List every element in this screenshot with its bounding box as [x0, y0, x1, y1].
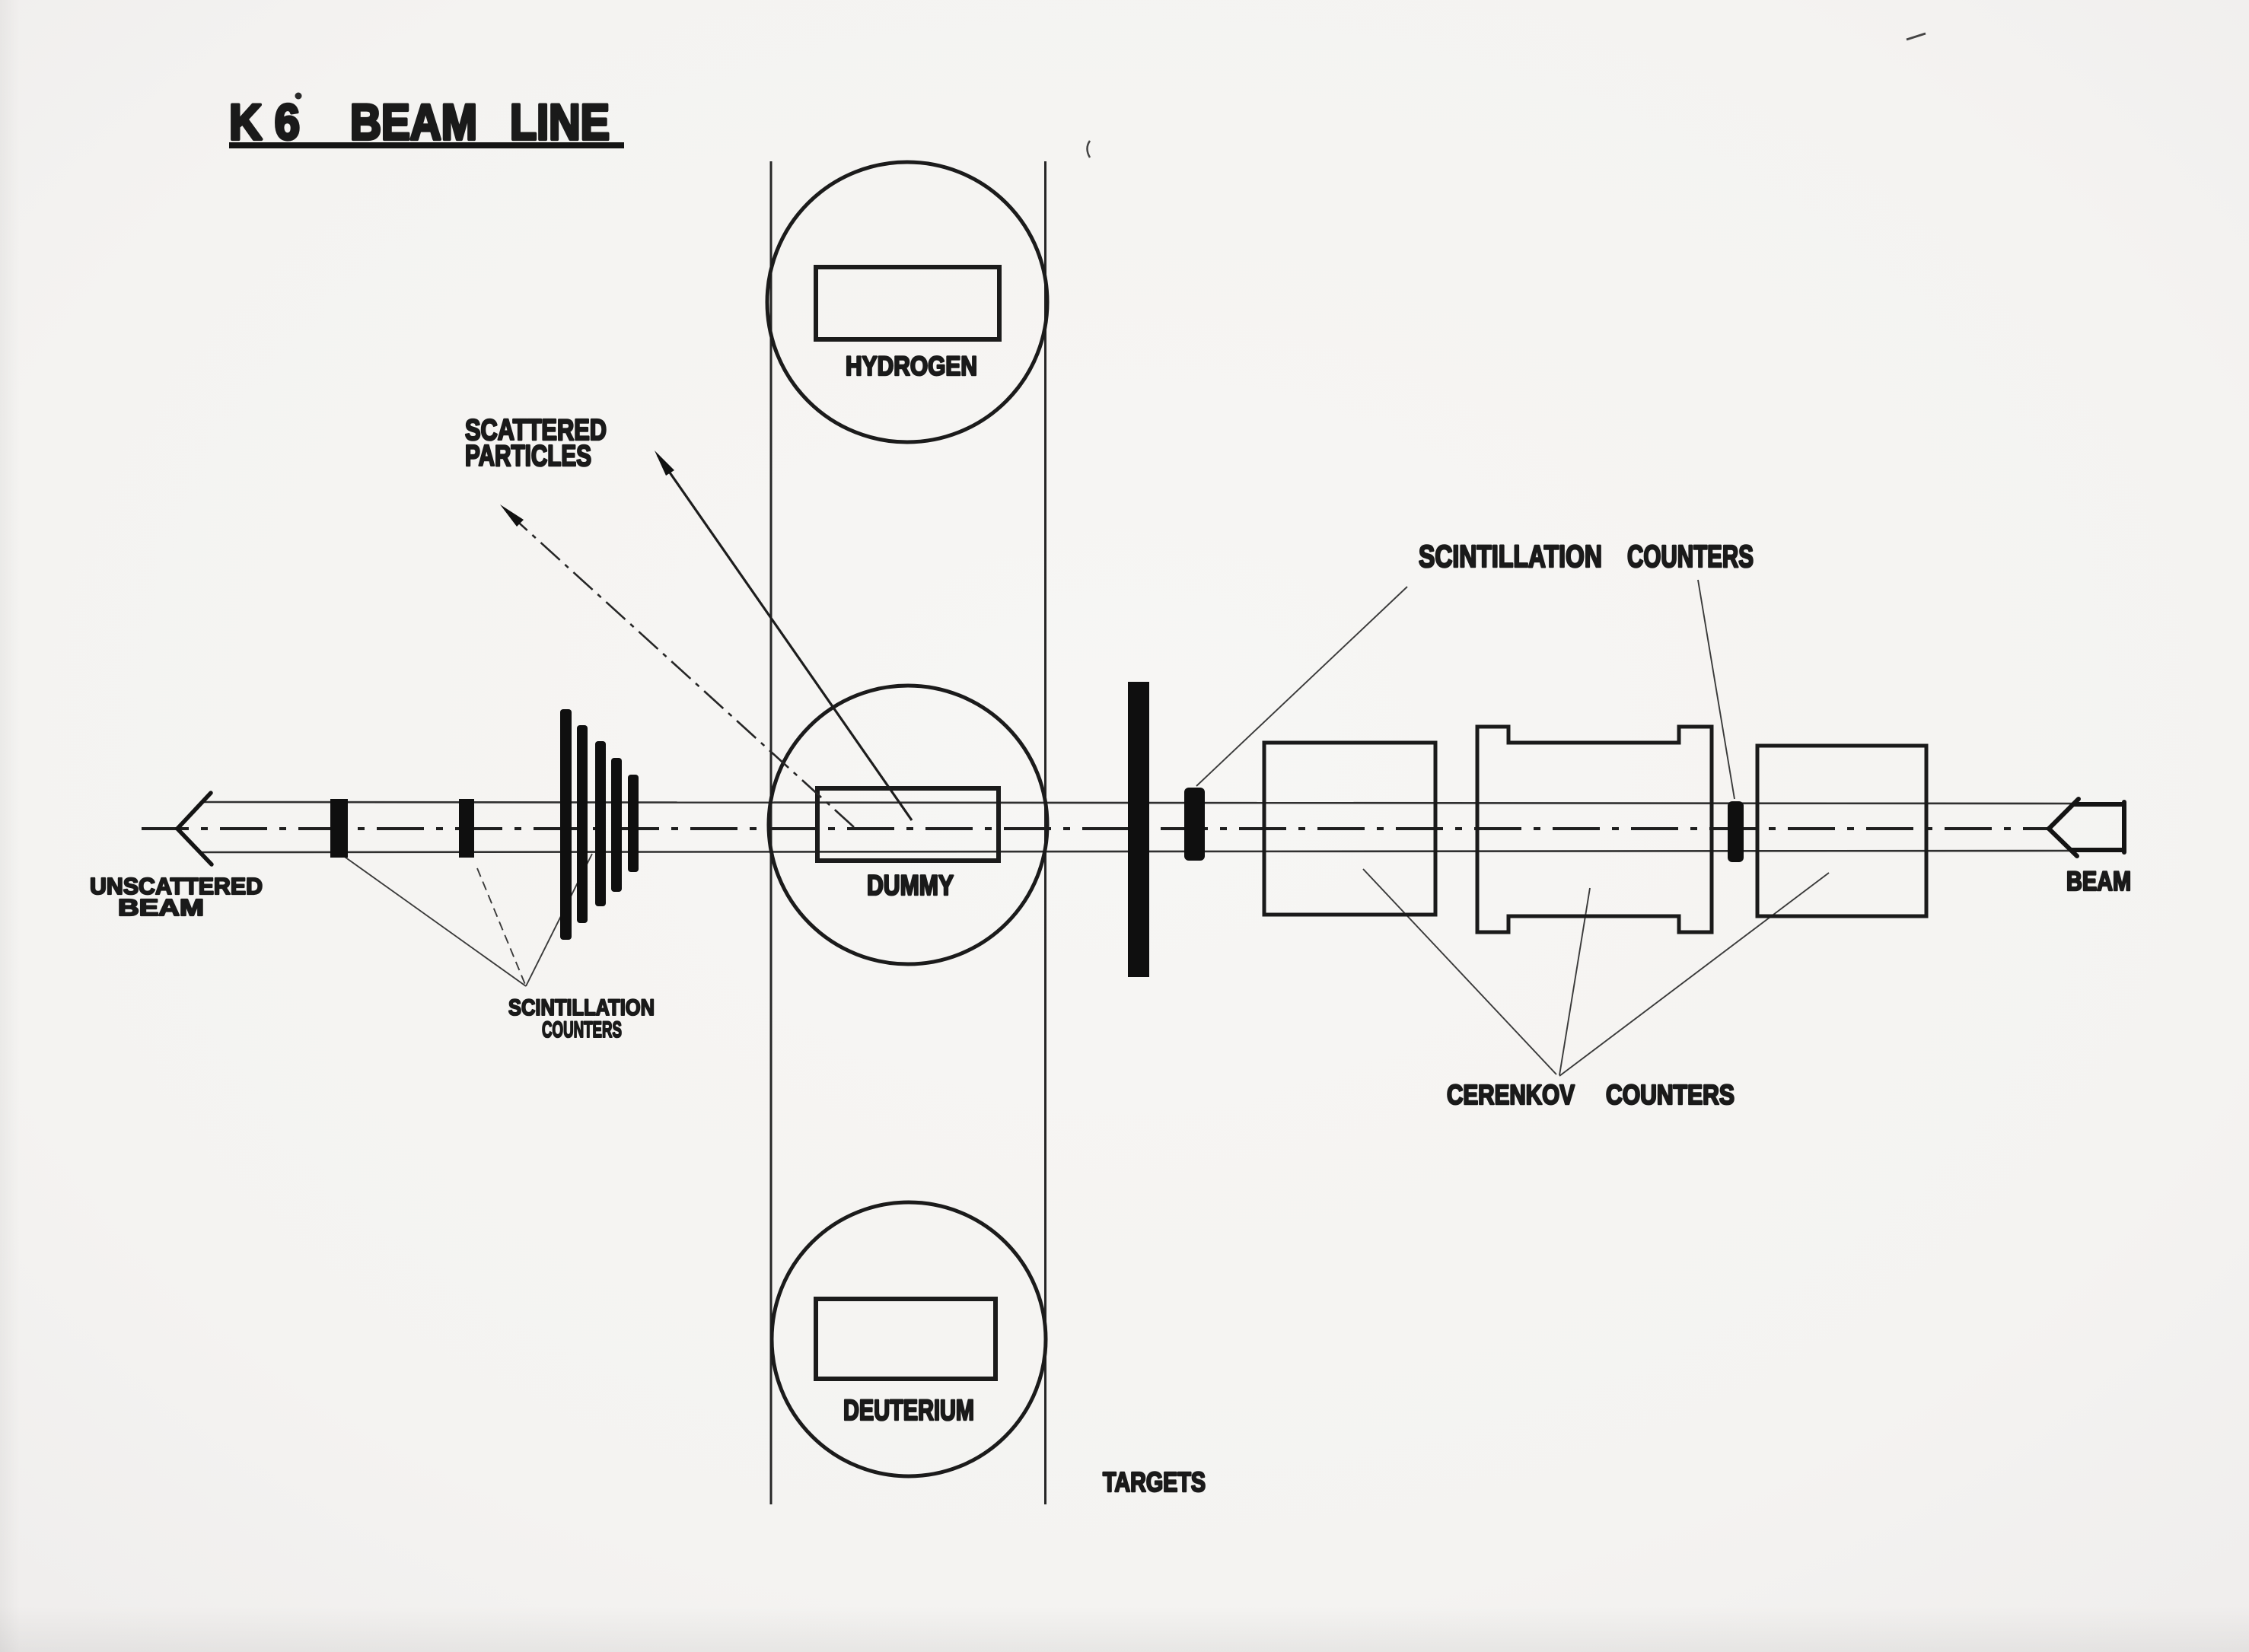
svg-text:LINE: LINE [510, 94, 610, 150]
svg-text:DUMMY: DUMMY [867, 870, 954, 901]
svg-text:COUNTERS: COUNTERS [1606, 1079, 1735, 1110]
svg-text:CERENKOV: CERENKOV [1447, 1079, 1575, 1110]
svg-text:BEAM: BEAM [350, 94, 477, 150]
svg-text:BEAM: BEAM [2066, 867, 2131, 896]
svg-text:K 6: K 6 [229, 94, 300, 150]
svg-text:PARTICLES: PARTICLES [465, 440, 591, 473]
svg-text:COUNTERS: COUNTERS [1627, 539, 1754, 574]
svg-text:COUNTERS: COUNTERS [542, 1017, 622, 1042]
svg-text:HYDROGEN: HYDROGEN [846, 352, 977, 381]
svg-text:SCINTILLATION: SCINTILLATION [508, 995, 655, 1020]
svg-text:SCINTILLATION: SCINTILLATION [1419, 539, 1602, 574]
svg-text:BEAM: BEAM [118, 894, 204, 921]
svg-text:SCATTERED: SCATTERED [465, 414, 607, 447]
svg-text:TARGETS: TARGETS [1103, 1466, 1206, 1498]
svg-text:DEUTERIUM: DEUTERIUM [843, 1395, 974, 1427]
svg-text:UNSCATTERED: UNSCATTERED [90, 873, 263, 899]
